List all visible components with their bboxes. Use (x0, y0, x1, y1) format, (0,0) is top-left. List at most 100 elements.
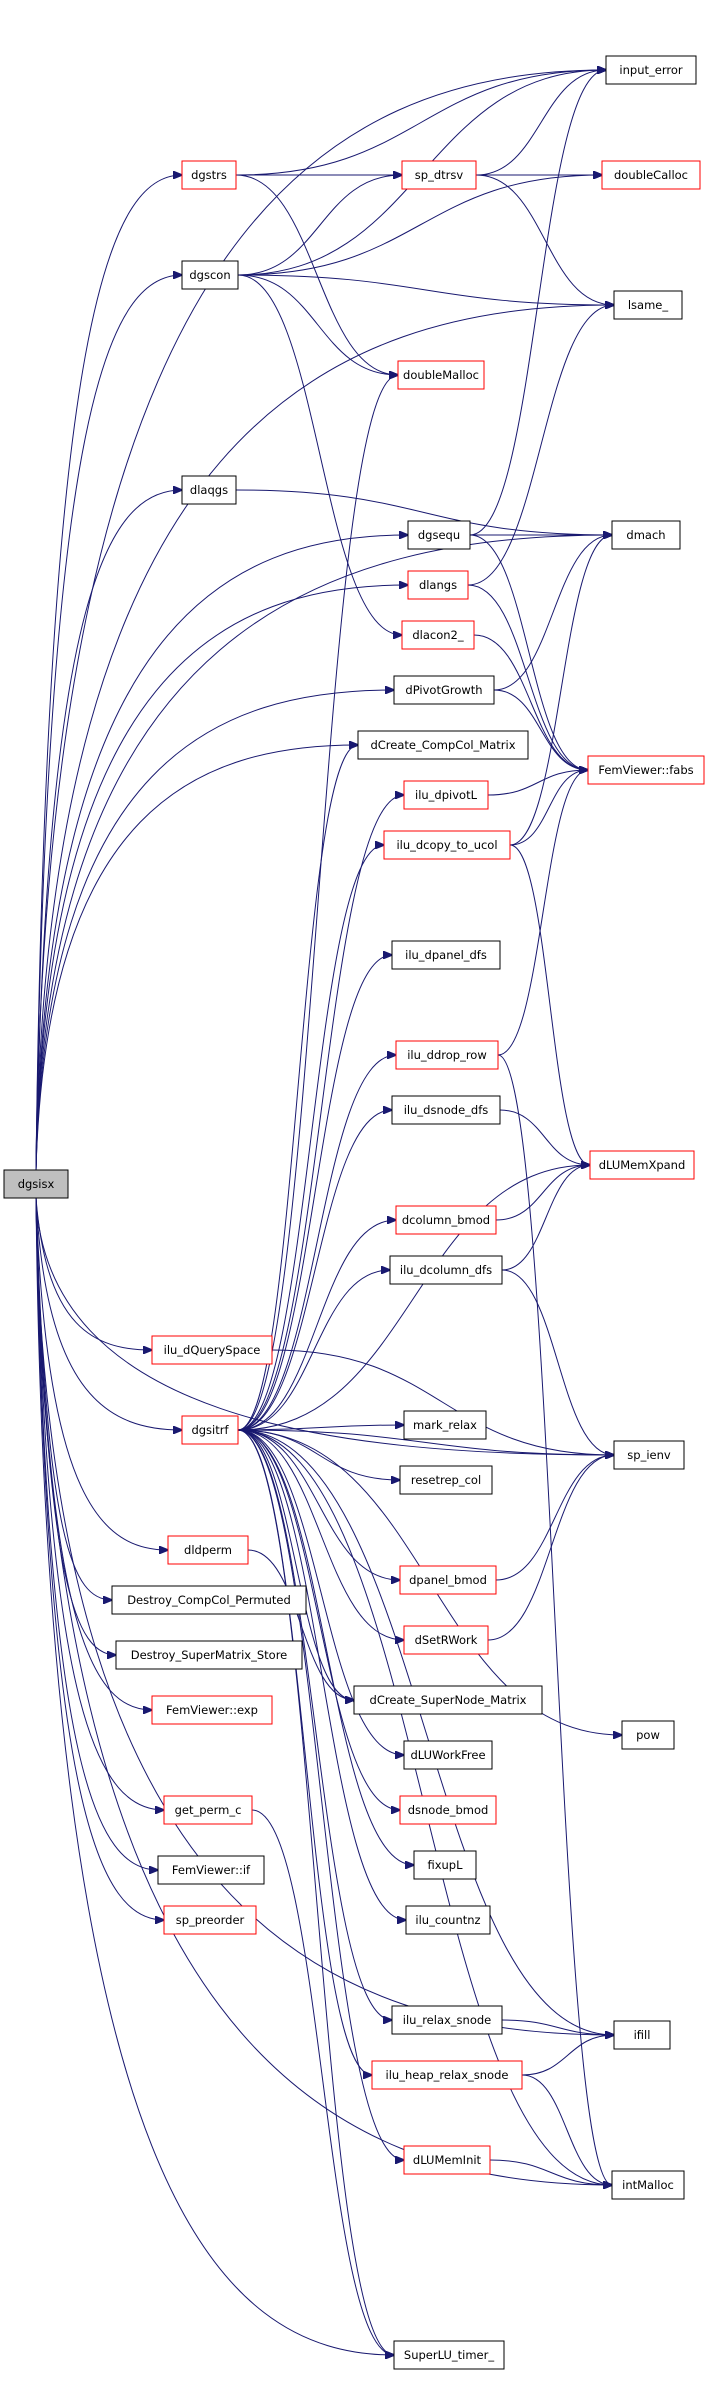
node-label: ilu_countnz (415, 1913, 480, 1927)
node-pow[interactable]: pow (621, 1720, 675, 1750)
edge-dgsisx-to-FemViewer_exp (35, 1197, 152, 1710)
node-label: dPivotGrowth (405, 683, 482, 697)
node-box (391, 1095, 501, 1125)
node-ifill[interactable]: ifill (613, 2020, 671, 2050)
edge-dgsisx-to-dlaqgs (35, 490, 182, 1171)
node-label: FemViewer::fabs (598, 763, 693, 777)
node-ilu-dqueryspace[interactable]: ilu_dQuerySpace (151, 1335, 273, 1365)
edge-ilu_dcolumn_dfs-to-dLUMemXpand (501, 1165, 590, 1271)
node-dlumeminit[interactable]: dLUMemInit (403, 2145, 491, 2175)
node-dcolumn-bmod[interactable]: dcolumn_bmod (395, 1205, 497, 1235)
edge-get_perm_c-to-SuperLU_timer_ (251, 1809, 394, 2355)
node-dpivotgrowth[interactable]: dPivotGrowth (393, 675, 495, 705)
edge-sp_dtrsv-to-lsame_ (475, 174, 614, 305)
node-superlu-timer-[interactable]: SuperLU_timer_ (393, 2340, 505, 2370)
node-ilu-dsnode-dfs[interactable]: ilu_dsnode_dfs (391, 1095, 501, 1125)
node-resetrep-col[interactable]: resetrep_col (399, 1465, 493, 1495)
node-label: dsnode_bmod (408, 1803, 489, 1817)
node-box (397, 360, 485, 390)
node-sp-ienv[interactable]: sp_ienv (613, 1440, 685, 1470)
node-label: dgsequ (418, 528, 460, 542)
node-destroy-compcol-permuted[interactable]: Destroy_CompCol_Permuted (111, 1585, 307, 1615)
node-label: dgstrs (191, 168, 227, 182)
node-dlacon2-[interactable]: dlacon2_ (401, 620, 475, 650)
edge-ilu_dQuerySpace-to-sp_ienv (271, 1349, 614, 1455)
node-fixupl[interactable]: fixupL (413, 1850, 477, 1880)
edge-ilu_dcopy_to_ucol-to-dmach (509, 535, 612, 846)
edge-dgscon-to-doubleMalloc (237, 274, 398, 375)
edge-dgsitrf-to-dLUMemXpand (237, 1165, 590, 1431)
node-label: dgsisx (18, 1177, 55, 1191)
node-dsnode-bmod[interactable]: dsnode_bmod (399, 1795, 497, 1825)
node-dcreate-supernode-matrix[interactable]: dCreate_SuperNode_Matrix (353, 1685, 543, 1715)
node-ilu-countnz[interactable]: ilu_countnz (405, 1905, 491, 1935)
node-ilu-dpanel-dfs[interactable]: ilu_dpanel_dfs (391, 940, 501, 970)
node-get-perm-c[interactable]: get_perm_c (163, 1795, 253, 1825)
node-dlaqgs[interactable]: dlaqgs (181, 475, 237, 505)
node-box (399, 1795, 497, 1825)
edge-dgsisx-to-lsame_ (35, 305, 614, 1171)
node-dgsisx: dgsisx (3, 1169, 69, 1199)
node-dsetrwork[interactable]: dSetRWork (403, 1625, 489, 1655)
node-label: mark_relax (413, 1418, 477, 1432)
node-dpanel-bmod[interactable]: dpanel_bmod (399, 1565, 497, 1595)
node-ilu-relax-snode[interactable]: ilu_relax_snode (391, 2005, 503, 2035)
node-doublecalloc[interactable]: doubleCalloc (601, 160, 701, 190)
node-dluworkfree[interactable]: dLUWorkFree (403, 1740, 493, 1770)
node-box (393, 675, 495, 705)
node-dgsequ[interactable]: dgsequ (407, 520, 471, 550)
node-box (601, 160, 701, 190)
node-femviewer-fabs[interactable]: FemViewer::fabs (587, 755, 705, 785)
edge-dPivotGrowth-to-dmach (493, 535, 612, 691)
node-ilu-ddrop-row[interactable]: ilu_ddrop_row (395, 1040, 499, 1070)
node-lsame-[interactable]: lsame_ (613, 290, 683, 320)
node-label: pow (636, 1728, 660, 1742)
edge-dgscon-to-doubleCalloc (237, 175, 602, 276)
edge-dgsitrf-to-ilu_dcolumn_dfs (237, 1270, 390, 1431)
node-label: intMalloc (622, 2178, 674, 2192)
node-dcreate-compcol-matrix[interactable]: dCreate_CompCol_Matrix (357, 730, 529, 760)
node-box (395, 1205, 497, 1235)
node-dlumemxpand[interactable]: dLUMemXpand (589, 1150, 695, 1180)
node-ilu-dcopy-to-ucol[interactable]: ilu_dcopy_to_ucol (383, 830, 511, 860)
node-box (163, 1795, 253, 1825)
node-label: lsame_ (628, 298, 669, 312)
node-destroy-supermatrix-store[interactable]: Destroy_SuperMatrix_Store (115, 1640, 303, 1670)
edge-dgsisx-to-SuperLU_timer_ (35, 1197, 394, 2355)
node-box (151, 1695, 273, 1725)
node-label: sp_ienv (627, 1448, 671, 1462)
node-dgscon[interactable]: dgscon (181, 260, 239, 290)
node-input-error[interactable]: input_error (605, 55, 697, 85)
node-doublemalloc[interactable]: doubleMalloc (397, 360, 485, 390)
node-box (611, 2170, 685, 2200)
node-ilu-heap-relax-snode[interactable]: ilu_heap_relax_snode (371, 2060, 523, 2090)
node-label: dlacon2_ (412, 628, 464, 642)
edge-dgsisx-to-FemViewer_if (35, 1197, 158, 1870)
node-dgstrs[interactable]: dgstrs (181, 160, 237, 190)
node-label: ilu_dsnode_dfs (404, 1103, 489, 1117)
node-sp-dtrsv[interactable]: sp_dtrsv (401, 160, 477, 190)
node-dgsitrf[interactable]: dgsitrf (181, 1415, 239, 1445)
node-dmach[interactable]: dmach (611, 520, 681, 550)
node-sp-preorder[interactable]: sp_preorder (163, 1905, 257, 1935)
node-mark-relax[interactable]: mark_relax (403, 1410, 487, 1440)
node-dlangs[interactable]: dlangs (407, 570, 469, 600)
node-intmalloc[interactable]: intMalloc (611, 2170, 685, 2200)
node-label: SuperLU_timer_ (404, 2348, 494, 2362)
node-box (371, 2060, 523, 2090)
node-label: fixupL (427, 1858, 463, 1872)
node-ilu-dpivotl[interactable]: ilu_dpivotL (403, 780, 489, 810)
edge-dgsisx-to-ifill (35, 1197, 614, 2035)
node-box (613, 2020, 671, 2050)
node-box (181, 160, 237, 190)
node-label: input_error (619, 63, 682, 77)
node-femviewer-if[interactable]: FemViewer::if (157, 1855, 265, 1885)
node-box (357, 730, 529, 760)
node-ilu-dcolumn-dfs[interactable]: ilu_dcolumn_dfs (389, 1255, 503, 1285)
edge-dPivotGrowth-to-FemViewer_fabs (493, 689, 588, 770)
node-box (403, 1625, 489, 1655)
edge-dgstrs-to-input_error (235, 70, 606, 176)
edge-dgsitrf-to-ilu_dsnode_dfs (237, 1110, 392, 1431)
node-dldperm[interactable]: dldperm (167, 1535, 249, 1565)
node-femviewer-exp[interactable]: FemViewer::exp (151, 1695, 273, 1725)
